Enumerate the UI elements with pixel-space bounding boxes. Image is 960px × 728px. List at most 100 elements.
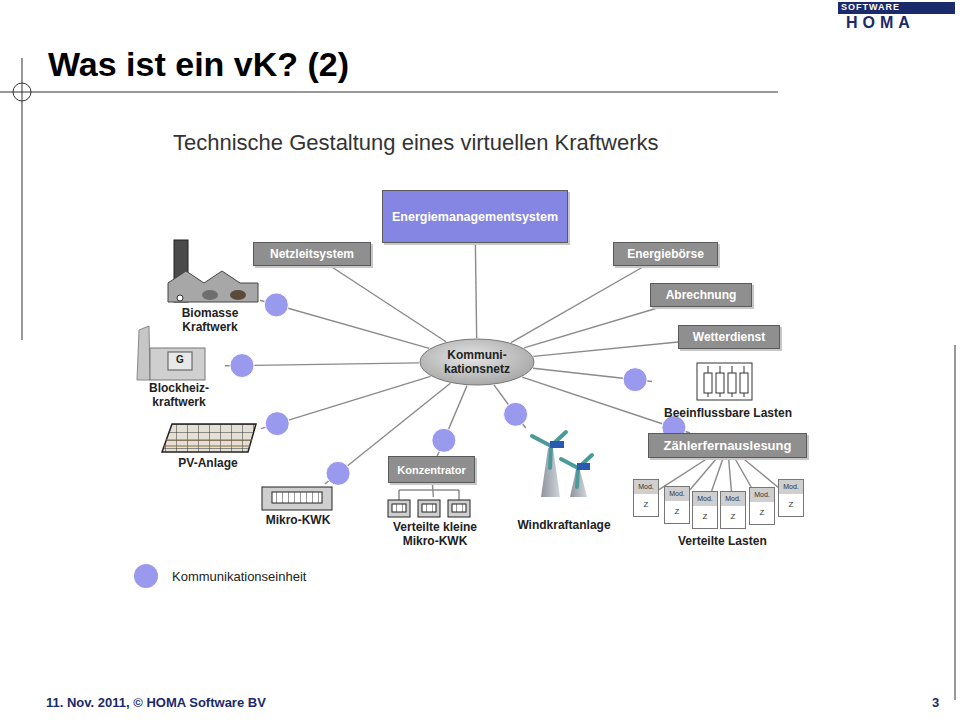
page-number: 3 [932,695,939,711]
node-label: Beeinflussbare Lasten [653,406,803,420]
generator-letter: G [176,354,184,366]
connector-line [659,458,708,490]
node-label: Blockheiz- kraftwerk [142,381,216,409]
wind-turbine-icon [532,432,592,497]
drawing-part [0,92,778,93]
node-label: Biomasse Kraftwerk [174,306,246,334]
ellipse-shape [420,339,534,385]
communication-unit [504,402,528,426]
connector-line [330,266,446,342]
drawing-part [272,492,322,503]
node-label: Verteilte kleine Mikro-KWK [385,520,485,548]
meter-module-label: Mod. [750,488,774,502]
legend-label: Kommunikationseinheit [172,569,306,584]
meter-label: Z [693,512,717,522]
meter-label: Z [779,500,803,510]
drawing-part [704,373,712,393]
connector-line [712,458,724,491]
drawing-part [164,440,252,446]
connector-line [533,342,678,356]
pv-array-icon [162,424,256,452]
drawing-part [532,432,566,468]
communication-unit [265,412,289,436]
legend-swatch [134,564,158,588]
drawing-part [740,373,748,393]
communication-unit [623,368,647,392]
drawing-part [697,363,752,400]
drawing-part [459,490,460,500]
process-box: Konzentrator [388,456,475,483]
node-label: Mikro-KWK [258,513,338,527]
connector-line [475,243,476,338]
communication-unit [264,293,288,317]
drawing-part [716,373,724,393]
communication-unit [326,461,350,485]
drawing-part [262,487,332,510]
drawing-part [577,463,590,470]
drawing-part [955,345,956,700]
group-label: Verteilte Lasten [678,534,767,548]
biomass-plant-icon [168,240,258,302]
slide-frame [0,2,955,700]
node-label: Zählerfernauslesung [664,438,792,453]
meter-box: Mod. Z [664,486,690,524]
node-label: Wetterdienst [693,330,765,344]
communication-unit [432,428,456,452]
process-box: Energiebörse [613,242,718,266]
meter-label: Z [665,507,689,517]
drawing-part [177,295,183,301]
drawing-part [838,2,955,14]
process-box: Energiemanagementsystem [382,190,568,243]
meter-module-label: Mod. [634,480,658,494]
connector-line [432,483,434,497]
connector-line [511,266,645,343]
drawing-part [230,290,246,300]
drawing-part [168,352,192,370]
slide-title: Was ist ein vK? (2) [48,44,349,84]
meter-module-label: Mod. [721,492,745,506]
meter-label: Z [721,512,745,522]
node-label: Windkraftanlage [509,518,619,532]
logo-text: SOFTWARE [841,2,900,13]
network-ellipse: Kommuni- kationsnetz [419,338,535,386]
meter-box: Mod. Z [778,479,804,517]
plant-node: Mikro-KWK [258,484,338,527]
node-label: Abrechnung [666,288,737,302]
drawing-part [388,500,410,517]
chp-plant-icon [137,326,205,380]
node-label: Energiebörse [627,247,704,261]
drawing-part [162,424,256,452]
drawing-part [422,504,436,512]
controllable-load-icon [697,363,752,400]
node-label: Kommuni- kationsnetz [434,348,520,376]
plant-node: Beeinflussbare Lasten [652,360,804,420]
meter-box: Mod. Z [720,491,746,529]
connector-line [743,458,778,487]
meter-module-label: Mod. [665,487,689,501]
process-box: Wetterdienst [678,325,780,349]
connector-line [729,458,732,491]
drawing-part [550,441,564,448]
drawing-part [561,455,592,487]
drawing-part [708,366,744,397]
drawing-part [399,490,459,491]
logo-name: HOMA [846,13,915,32]
meter-label: Z [750,508,774,518]
meter-label: Z [634,500,658,510]
plant-node: Blockheiz- kraftwerk [133,324,225,409]
meter-module-label: Mod. [779,480,803,494]
drawing-part [418,500,440,517]
plant-node: Biomasse Kraftwerk [160,238,260,334]
drawing-part [168,271,258,302]
process-box: Netzleitsystem [253,242,371,266]
drawing-part [202,290,218,300]
connector-line [524,307,661,348]
micro-chp-icon [262,487,332,510]
drawing-part [150,348,205,380]
node-label: Netzleitsystem [270,247,354,261]
node-label: PV-Anlage [158,456,258,470]
plant-node: Windkraftanlage [509,428,619,532]
drawing-part [392,504,406,512]
connector-line [690,458,717,490]
node-label: Konzentrator [397,464,465,476]
